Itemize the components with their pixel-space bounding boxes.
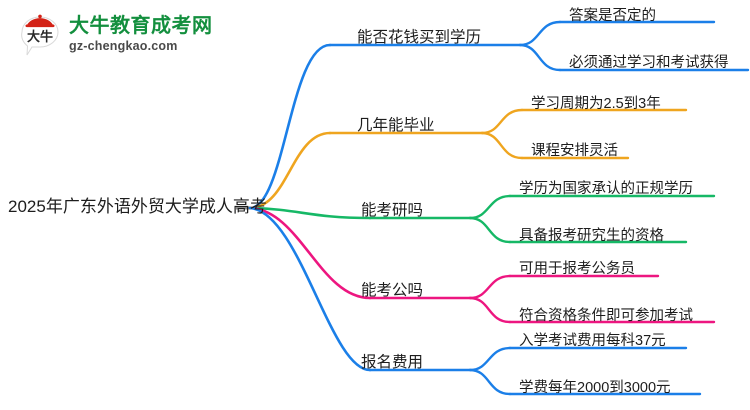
logo-text: 大牛教育成考网 gz-chengkao.com xyxy=(69,16,213,53)
leaf-curve-2-1 xyxy=(480,108,524,135)
leaf-node-5-2[interactable]: 学费每年2000到3000元 xyxy=(519,380,671,396)
branch-group-2 xyxy=(248,108,688,210)
branch-group-4 xyxy=(248,206,716,324)
branch-node-3[interactable]: 能考研吗 xyxy=(361,202,424,219)
leaf-node-1-1[interactable]: 答案是否定的 xyxy=(569,8,656,24)
leaf-node-3-2[interactable]: 具备报考研究生的资格 xyxy=(519,228,664,244)
logo-title: 大牛教育成考网 xyxy=(69,14,213,37)
logo-mark-icon: 大牛 xyxy=(18,11,62,57)
branch-node-5[interactable]: 报名费用 xyxy=(361,354,424,371)
leaf-curve-3-2 xyxy=(468,216,512,244)
leaf-node-4-2[interactable]: 符合资格条件即可参加考试 xyxy=(519,308,693,324)
branch-curve-5 xyxy=(248,206,372,372)
leaf-node-2-2[interactable]: 课程安排灵活 xyxy=(531,143,618,159)
branch-curve-2 xyxy=(248,131,332,210)
logo-domain: gz-chengkao.com xyxy=(69,38,178,53)
branch-node-1[interactable]: 能否花钱买到学历 xyxy=(357,29,482,46)
leaf-curve-4-2 xyxy=(468,296,512,324)
branch-node-4[interactable]: 能考公吗 xyxy=(361,282,424,299)
site-logo: 大牛 大牛教育成考网 gz-chengkao.com xyxy=(18,8,212,60)
leaf-node-1-2[interactable]: 必须通过学习和考试获得 xyxy=(569,55,729,71)
branch-curve-3 xyxy=(248,206,372,220)
leaf-curve-1-2 xyxy=(518,43,562,72)
branch-curve-1 xyxy=(248,43,332,210)
leaf-node-2-1[interactable]: 学习周期为2.5到3年 xyxy=(531,96,661,112)
branch-node-2[interactable]: 几年能毕业 xyxy=(357,117,435,134)
mindmap-root-node[interactable]: 2025年广东外语外贸大学成人高考 xyxy=(8,197,267,216)
leaf-curve-2-2 xyxy=(480,131,524,160)
branch-group-1 xyxy=(248,20,750,210)
leaf-node-5-1[interactable]: 入学考试费用每科37元 xyxy=(519,333,666,349)
branch-group-5 xyxy=(248,206,702,396)
leaf-node-4-1[interactable]: 可用于报考公务员 xyxy=(519,261,635,277)
svg-text:大牛: 大牛 xyxy=(27,29,53,44)
leaf-curve-5-2 xyxy=(468,368,512,396)
branch-group-3 xyxy=(248,194,716,244)
leaf-curve-1-1 xyxy=(518,20,562,47)
branch-curve-4 xyxy=(248,206,372,300)
leaf-node-3-1[interactable]: 学历为国家承认的正规学历 xyxy=(519,181,693,197)
